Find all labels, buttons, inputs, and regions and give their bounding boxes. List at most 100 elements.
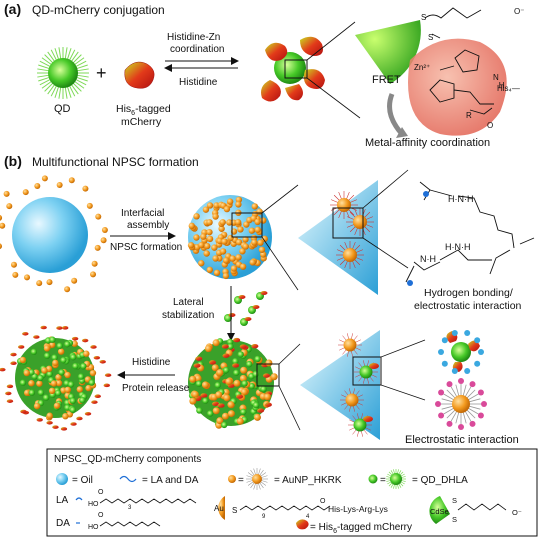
- s-label-1: S: [421, 13, 426, 22]
- aunp-dot: [337, 198, 351, 212]
- np-dot: [58, 369, 65, 376]
- aunp-dot: [240, 388, 248, 396]
- qd-dot: [222, 366, 230, 374]
- mcherry-dot: [251, 343, 259, 349]
- aunp-dot: [218, 225, 225, 232]
- ligand-spike: [446, 389, 456, 399]
- legend-la-da-icon: [119, 475, 137, 483]
- legend-au-s: S: [232, 506, 237, 515]
- arrow2-label-2: stabilization: [162, 310, 214, 321]
- aunp-dot: [225, 378, 233, 386]
- released-mcherry: [10, 352, 17, 357]
- la-chain: [99, 498, 197, 504]
- negative-ion: [441, 337, 448, 344]
- ligand-spike: [39, 60, 51, 68]
- aunp-dot: [240, 366, 248, 374]
- aunp-dot: [100, 237, 107, 244]
- aunp-dot: [22, 189, 29, 196]
- ligand-spike: [68, 49, 76, 61]
- ligand-spike: [468, 398, 481, 403]
- ligand-spike: [464, 386, 472, 398]
- aunp-dot: [222, 272, 230, 280]
- aunp-dot: [200, 233, 207, 240]
- aunp-dot: [211, 364, 219, 372]
- mcherry-dot: [252, 305, 260, 309]
- released-mcherry: [36, 418, 43, 422]
- ligand-spike: [38, 64, 50, 70]
- aunp-dot: [216, 417, 224, 425]
- arrow3-label-top: Histidine: [132, 357, 171, 368]
- released-mcherry: [18, 345, 25, 349]
- aunp-dot: [343, 248, 357, 262]
- aunp-dot: [239, 248, 246, 255]
- aunp-dot: [215, 391, 223, 399]
- np-dot: [36, 380, 43, 387]
- ligand-spike: [38, 76, 50, 82]
- aunp-dot: [233, 379, 241, 387]
- qd-dot: [206, 410, 214, 417]
- qd-dot: [196, 407, 203, 414]
- zn-label: Zn²⁺: [414, 63, 430, 72]
- plus-sign: +: [96, 63, 107, 83]
- ligand-spike: [257, 468, 261, 476]
- qd-dot: [233, 369, 240, 376]
- ligand-spike: [260, 481, 267, 486]
- negative-ion: [451, 368, 458, 375]
- np-dot: [83, 350, 90, 357]
- qd-wedge-zoom: [355, 20, 421, 84]
- ligand-spike: [253, 482, 257, 490]
- released-mcherry: [94, 394, 101, 399]
- svg-text:N·H: N·H: [420, 254, 436, 264]
- mcherry-dot: [221, 344, 229, 349]
- aunp-dot: [226, 198, 234, 205]
- zoom-line-a2: [306, 77, 361, 119]
- released-mcherry: [90, 345, 97, 349]
- aunp-dot: [249, 259, 256, 266]
- released-mcherry: [91, 400, 98, 404]
- s-label-2: S: [428, 33, 433, 42]
- released-mcherry: [10, 361, 17, 366]
- legend-mcherry-icon: [296, 519, 309, 530]
- aunp-dot: [242, 243, 249, 250]
- aunp-dot: [234, 219, 242, 226]
- np-dot: [64, 371, 71, 379]
- ligand-spike: [441, 398, 454, 403]
- positive-ion: [446, 381, 453, 388]
- la-sub3: 3: [128, 505, 132, 511]
- np-dot: [52, 359, 59, 367]
- ligand-spike: [250, 469, 255, 476]
- ligand-spike: [467, 393, 479, 401]
- legend-title: NPSC_QD-mCherry components: [54, 454, 201, 465]
- legend-aunp-eq: =: [238, 475, 244, 486]
- ligand-spike: [246, 475, 254, 479]
- mcherry-dot: [217, 403, 225, 408]
- aunp-dot: [0, 222, 6, 229]
- aunp-dot: [203, 250, 210, 257]
- np-dot: [28, 369, 35, 376]
- np-dot: [53, 402, 61, 409]
- mcherry-dot: [228, 313, 236, 317]
- aunp-dot: [216, 369, 224, 377]
- ligand-spike: [74, 80, 85, 89]
- ligand-spike: [466, 409, 476, 419]
- released-mcherry: [71, 336, 79, 341]
- aunp-dot: [206, 219, 213, 226]
- zoom-line-b3b: [278, 385, 301, 431]
- mcherry-dot: [257, 408, 265, 413]
- np-dot: [71, 340, 78, 347]
- qd-dot: [195, 380, 203, 387]
- legend-dhla-chain: [457, 503, 507, 511]
- qd-mcherry-conjugate: [261, 36, 325, 102]
- ligand-spike: [70, 84, 79, 95]
- aunp-dot: [191, 390, 199, 398]
- mcherry-dot: [363, 416, 373, 422]
- aunp-dot: [198, 260, 205, 267]
- aunp-dot: [243, 221, 250, 228]
- aunp-dot: [202, 206, 210, 213]
- ligand-spike: [66, 48, 72, 60]
- mcherry-dot: [208, 360, 216, 365]
- np-dot: [345, 393, 359, 407]
- aunp-dot: [221, 238, 228, 245]
- electrostatic-label: Electrostatic interaction: [405, 434, 519, 446]
- zoom-line-b2b: [362, 237, 409, 269]
